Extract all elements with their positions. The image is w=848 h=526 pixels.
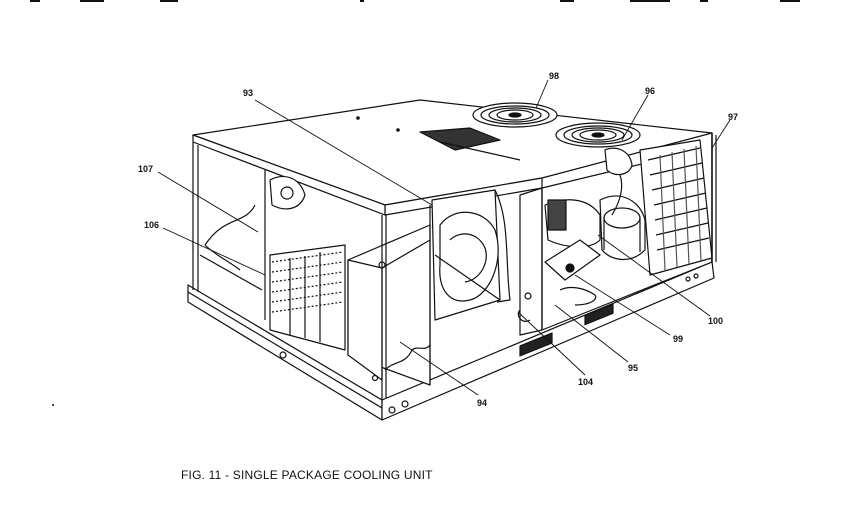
callout-98: 98 xyxy=(549,71,560,81)
callout-97: 97 xyxy=(728,112,739,122)
callout-100: 100 xyxy=(708,316,724,326)
louver-grille-lower xyxy=(519,332,553,357)
leader-95 xyxy=(554,304,629,363)
leader-99 xyxy=(574,274,671,336)
callout-94: 94 xyxy=(477,398,488,408)
callout-93: 93 xyxy=(243,88,254,98)
leader-lines xyxy=(157,79,731,396)
leader-97 xyxy=(711,119,731,149)
callout-106: 106 xyxy=(144,220,160,230)
blower-section xyxy=(431,189,511,321)
leader-98 xyxy=(535,79,549,109)
louver-grille-right xyxy=(584,303,614,326)
leader-104 xyxy=(517,311,586,376)
registration-marks xyxy=(30,0,800,406)
condenser-fan-front xyxy=(555,122,641,148)
leader-96 xyxy=(621,94,649,141)
callout-96: 96 xyxy=(645,86,656,96)
leader-107 xyxy=(157,171,259,233)
leader-93 xyxy=(254,99,433,206)
figure-caption: FIG. 11 - SINGLE PACKAGE COOLING UNIT xyxy=(181,468,433,482)
leader-106 xyxy=(162,227,266,276)
fan-motor-mount xyxy=(604,147,633,216)
front-access-panel xyxy=(347,224,431,386)
callout-99: 99 xyxy=(673,334,684,344)
center-partition xyxy=(517,187,543,336)
condenser-fan-rear xyxy=(472,102,558,128)
evaporator-coil xyxy=(269,175,346,351)
callout-107: 107 xyxy=(138,164,154,174)
callout-104: 104 xyxy=(578,377,594,387)
leader-100 xyxy=(597,234,711,317)
front-posts xyxy=(381,188,543,400)
leader-94 xyxy=(399,341,479,396)
callout-95: 95 xyxy=(628,363,639,373)
left-end-frame xyxy=(192,142,266,320)
condenser-coil xyxy=(639,133,717,276)
